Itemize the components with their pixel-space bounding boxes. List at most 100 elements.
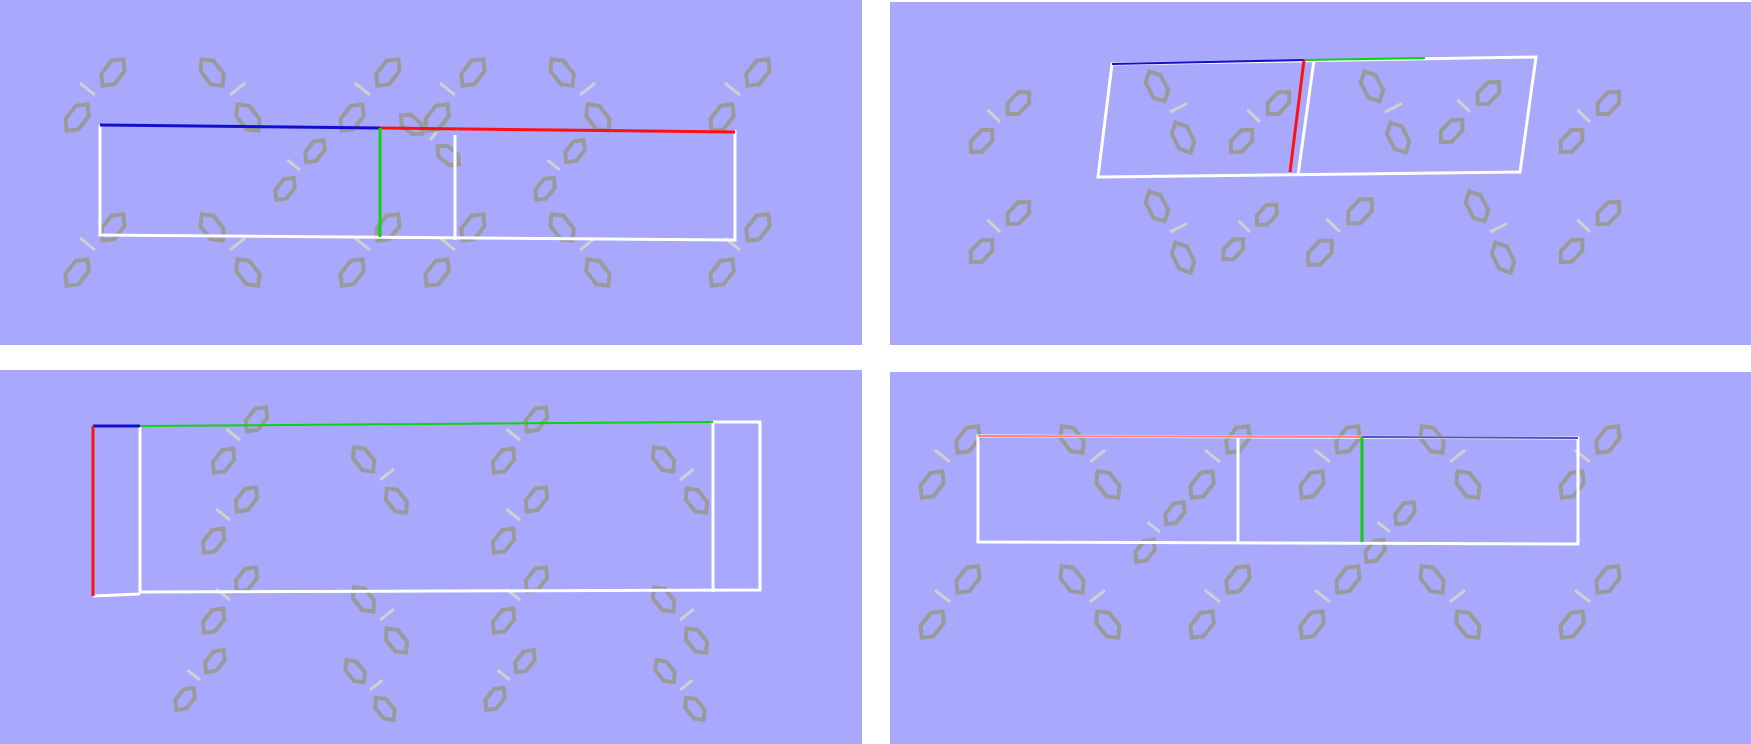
molecule-ring: [435, 143, 462, 168]
molecule-ring: [1558, 127, 1585, 155]
molecule-ring: [548, 57, 576, 88]
molecule-bond: [215, 507, 231, 522]
molecule-bond: [1376, 520, 1391, 534]
molecule-bond: [1576, 218, 1592, 234]
molecule-bond: [1325, 217, 1342, 234]
molecule-ring: [683, 486, 710, 515]
molecule-ring: [1169, 120, 1197, 156]
molecule-ring: [1558, 609, 1586, 640]
crystal-packing-panel-3: [0, 370, 862, 744]
molecule-ring: [338, 102, 366, 133]
axis-a: [1288, 59, 1306, 173]
molecule-ring: [1595, 199, 1622, 227]
molecule-ring: [374, 212, 402, 243]
molecule-ring: [708, 102, 736, 133]
molecule-bond: [1204, 588, 1221, 604]
molecule-ring: [918, 609, 946, 640]
molecule-ring: [423, 257, 451, 288]
molecule-ring: [1438, 117, 1465, 145]
molecules: [173, 405, 710, 723]
molecule-bond: [679, 467, 695, 482]
molecule-ring: [584, 257, 612, 288]
axis-c: [1111, 59, 1305, 65]
molecule-bond: [1384, 101, 1403, 114]
unit-cell: [98, 125, 737, 242]
molecule-bond: [1246, 108, 1262, 124]
molecules: [63, 57, 772, 288]
molecule-ring: [63, 257, 91, 288]
molecule-ring: [1094, 469, 1122, 500]
axis-c: [99, 123, 381, 130]
axis-a: [977, 435, 1363, 438]
molecule-ring: [383, 486, 410, 515]
molecule-ring: [273, 175, 297, 203]
molecule-ring: [968, 237, 995, 265]
molecule-ring: [1393, 499, 1417, 527]
molecule-ring: [1595, 89, 1622, 117]
molecule-ring: [173, 685, 197, 713]
molecule-ring: [1005, 89, 1032, 117]
molecule-ring: [968, 127, 995, 155]
molecule-ring: [954, 424, 982, 455]
molecule-ring: [1169, 240, 1197, 276]
molecule-bond: [1169, 101, 1188, 114]
molecule-bond: [1146, 520, 1161, 534]
molecule-ring: [1005, 199, 1032, 227]
molecule-ring: [198, 57, 226, 88]
molecule-bond: [1449, 588, 1466, 604]
molecule-bond: [1456, 98, 1472, 114]
molecule-bond: [1314, 588, 1331, 604]
molecule-ring: [1363, 537, 1387, 565]
molecule-bond: [354, 236, 371, 252]
molecule-ring: [490, 526, 517, 555]
molecule-bond: [439, 81, 456, 97]
molecule-bond: [379, 607, 395, 622]
molecule-ring: [1358, 68, 1386, 104]
molecules: [918, 424, 1622, 640]
molecule-ring: [459, 57, 487, 88]
molecule-ring: [1489, 240, 1517, 276]
molecule-ring: [954, 564, 982, 595]
molecule-ring: [1418, 564, 1446, 595]
molecule-ring: [1188, 609, 1216, 640]
molecule-ring: [548, 212, 576, 243]
molecule-bond: [225, 427, 241, 442]
molecule-ring: [1306, 238, 1334, 267]
molecule-ring: [198, 212, 226, 243]
molecule-ring: [650, 585, 677, 614]
molecule-bond: [79, 236, 96, 252]
molecule-ring: [1133, 537, 1157, 565]
molecule-bond: [1204, 448, 1221, 464]
molecule-ring: [490, 446, 517, 475]
molecule-ring: [563, 137, 587, 165]
molecule-ring: [200, 526, 227, 555]
crystal-packing-drawing-3: [91, 405, 762, 723]
molecule-ring: [653, 657, 677, 685]
molecule-ring: [1594, 564, 1622, 595]
molecule-ring: [459, 212, 487, 243]
molecule-bond: [1237, 219, 1252, 234]
molecule-ring: [303, 137, 327, 165]
molecule-bond: [679, 678, 694, 692]
molecule-ring: [1221, 237, 1246, 262]
molecule-ring: [343, 657, 367, 685]
molecule-ring: [1454, 609, 1482, 640]
molecule-ring: [918, 469, 946, 500]
molecule-bond: [229, 81, 246, 97]
molecule-bond: [354, 81, 371, 97]
molecule-bond: [679, 607, 695, 622]
molecule-ring: [338, 257, 366, 288]
molecule-ring: [1418, 424, 1446, 455]
molecule-ring: [423, 102, 451, 133]
molecules: [968, 68, 1622, 276]
molecule-ring: [1094, 609, 1122, 640]
molecule-ring: [243, 405, 270, 434]
molecule-ring: [1384, 120, 1412, 156]
molecule-ring: [1254, 202, 1279, 227]
molecule-ring: [1163, 499, 1187, 527]
molecule-ring: [210, 446, 237, 475]
crystal-packing-drawing-1: [63, 57, 772, 288]
molecule-ring: [1143, 188, 1171, 224]
molecule-bond: [79, 81, 96, 97]
molecule-ring: [523, 565, 550, 594]
